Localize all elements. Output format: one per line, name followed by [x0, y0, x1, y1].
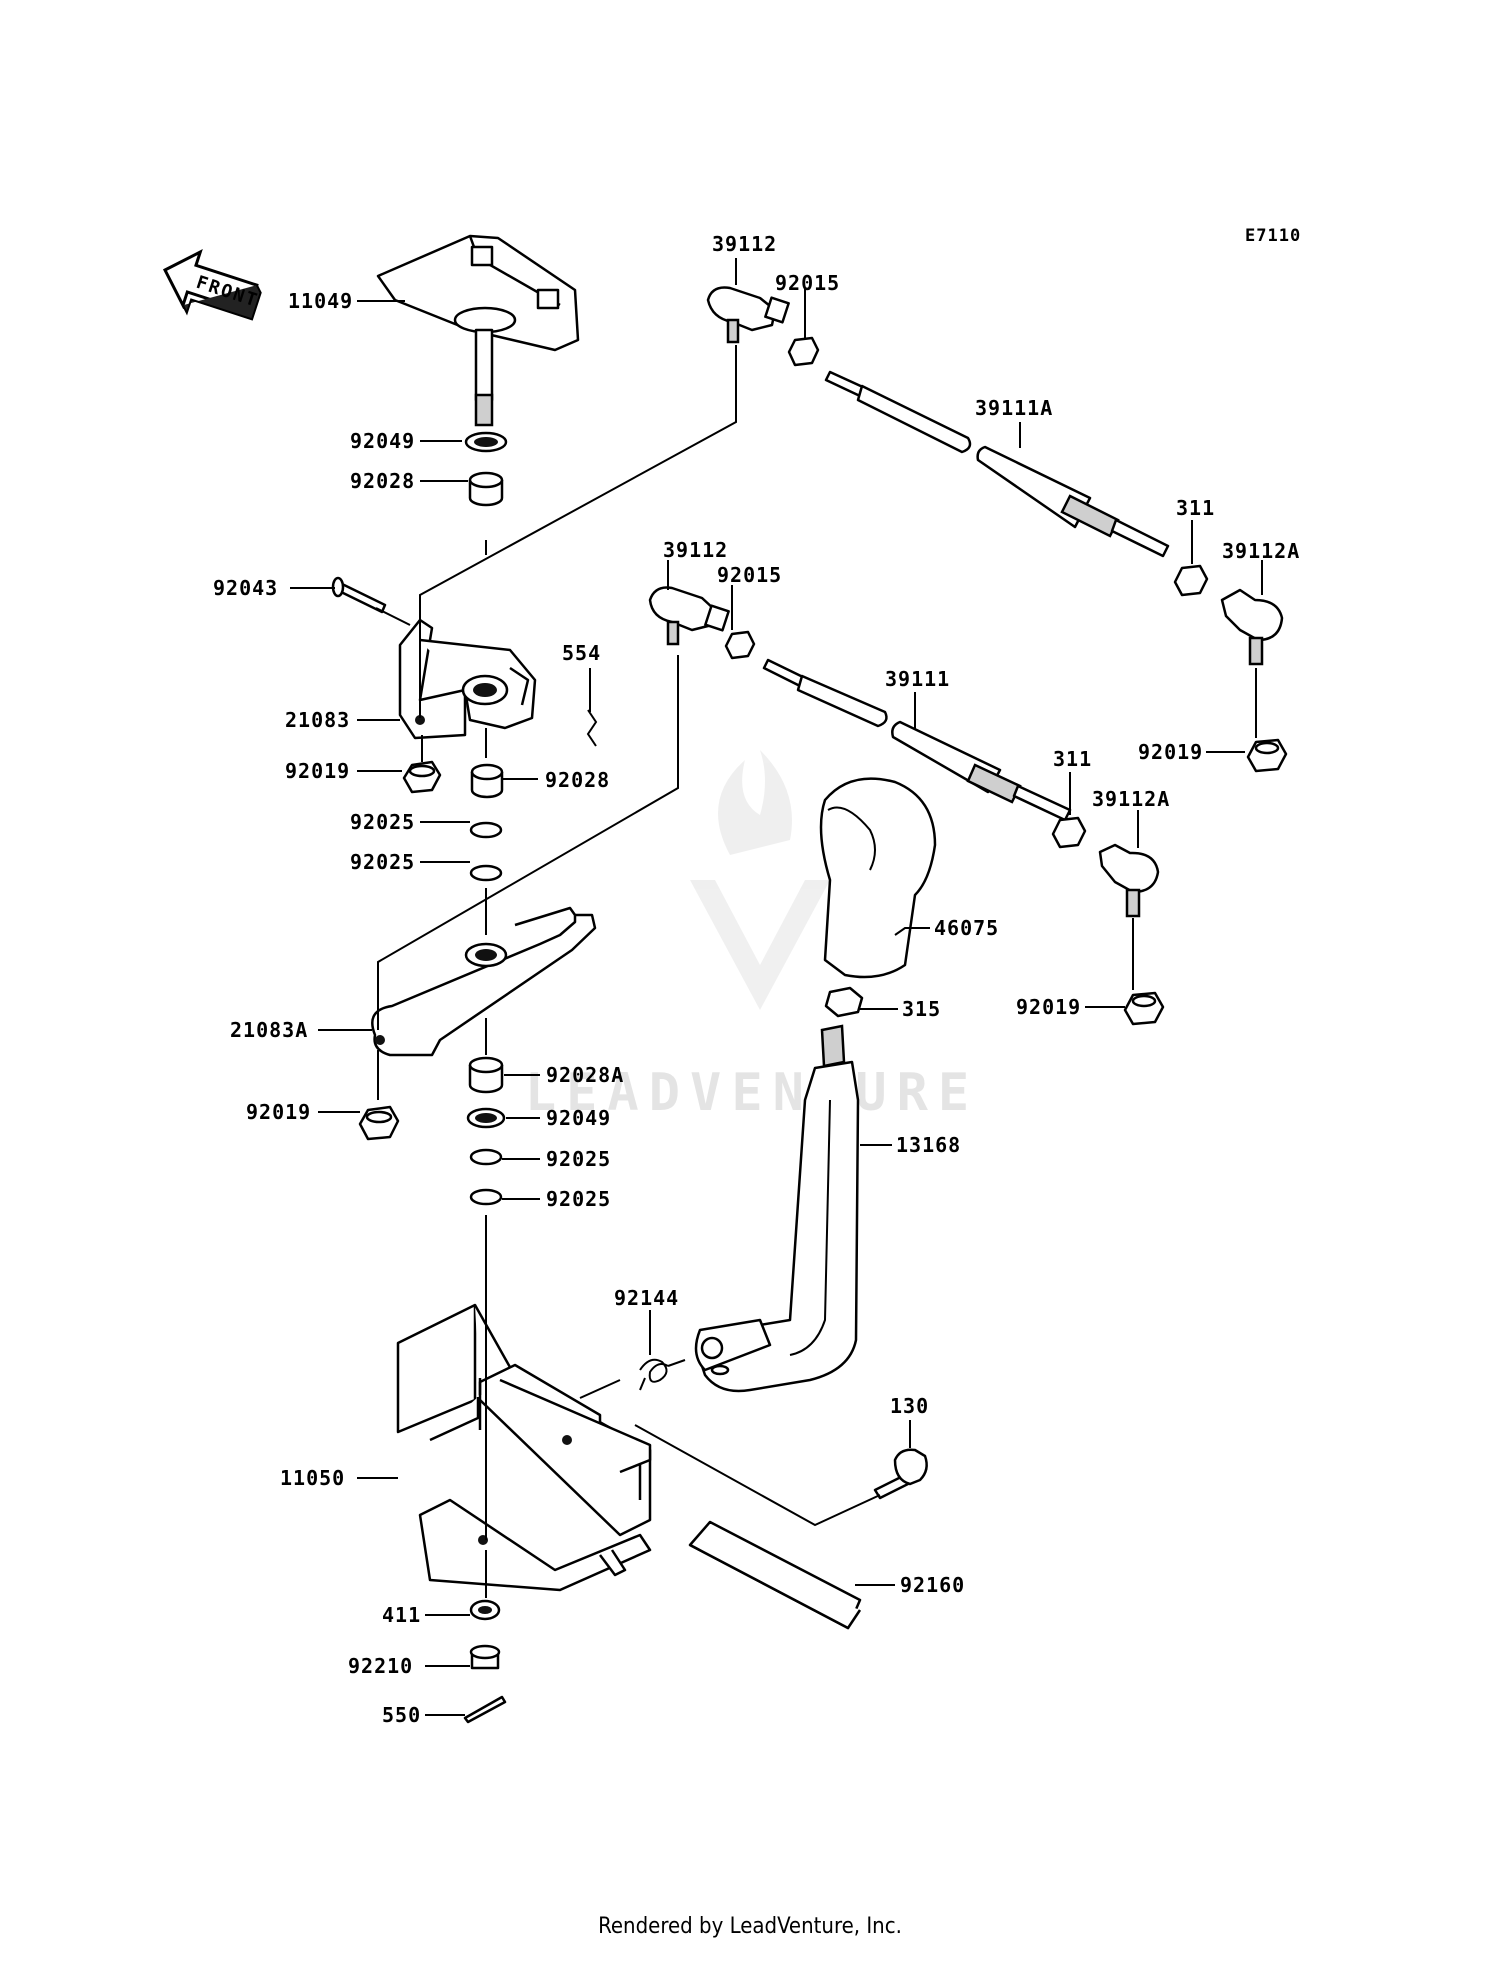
part-92028-bush-b — [470, 763, 504, 799]
part-311-nut-b — [1051, 816, 1087, 849]
label-92028: 92028 — [545, 768, 610, 792]
part-92049-seal-b — [466, 1107, 506, 1129]
label-92210: 92210 — [348, 1654, 413, 1678]
label-92019: 92019 — [1138, 740, 1203, 764]
label-315: 315 — [902, 997, 941, 1021]
label-92025: 92025 — [546, 1187, 611, 1211]
part-554-clip — [586, 709, 598, 747]
part-92144-spring — [639, 1358, 686, 1391]
part-39111A-rod — [824, 370, 1170, 558]
label-39112: 39112 — [712, 232, 777, 256]
part-411-washer — [469, 1599, 501, 1621]
watermark-text: LEADVENTURE — [525, 1063, 979, 1123]
footer-credit: Rendered by LeadVenture, Inc. — [598, 1914, 902, 1939]
leader-lines — [290, 258, 1263, 1716]
part-92019-nut-c — [1246, 738, 1288, 773]
part-92028A-bush — [468, 1056, 504, 1094]
part-130-bolt — [873, 1448, 928, 1500]
part-21083A-arm — [371, 906, 597, 1057]
label-554: 554 — [562, 641, 601, 665]
label-311: 311 — [1053, 747, 1092, 771]
part-92210-nut — [469, 1644, 501, 1670]
label-130: 130 — [890, 1394, 929, 1418]
part-92015-nut-b — [724, 630, 756, 660]
label-92160: 92160 — [900, 1573, 965, 1597]
label-46075: 46075 — [934, 916, 999, 940]
part-92019-nut-a — [402, 760, 442, 794]
label-92019: 92019 — [285, 759, 350, 783]
part-92019-nut-d — [1123, 991, 1165, 1026]
label-13168: 13168 — [896, 1133, 961, 1157]
watermark-logo — [690, 750, 830, 1010]
label-92015: 92015 — [775, 271, 840, 295]
part-92028-bush — [468, 471, 504, 507]
label-92025: 92025 — [350, 850, 415, 874]
label-92028: 92028 — [350, 469, 415, 493]
label-39111A: 39111A — [975, 396, 1053, 420]
part-92019-nut-b — [358, 1105, 400, 1141]
label-550: 550 — [382, 1703, 421, 1727]
part-92025-washer-c — [469, 1148, 503, 1166]
part-92025-washer-d — [469, 1188, 503, 1206]
label-92043: 92043 — [213, 576, 278, 600]
part-92025-washer-b — [469, 864, 503, 882]
part-39112A-tie-rod-end-b — [1098, 843, 1160, 918]
part-labels: 11049 92049 92028 92043 554 21083 92019 … — [213, 232, 1300, 1727]
label-92049: 92049 — [546, 1106, 611, 1130]
label-21083A: 21083A — [230, 1018, 308, 1042]
label-21083: 21083 — [285, 708, 350, 732]
label-92049: 92049 — [350, 429, 415, 453]
label-11049: 11049 — [288, 289, 353, 313]
label-92025: 92025 — [546, 1147, 611, 1171]
label-39112A: 39112A — [1222, 539, 1300, 563]
part-39112A-tie-rod-end-a — [1220, 588, 1284, 666]
part-92015-nut-a — [787, 336, 820, 367]
part-39112-tie-rod-end-b — [648, 586, 730, 646]
part-92049-seal — [464, 431, 508, 453]
label-39112A: 39112A — [1092, 787, 1170, 811]
part-311-nut-a — [1173, 564, 1209, 597]
part-39111-rod — [762, 658, 1072, 822]
diagram-code: E7110 — [1245, 226, 1301, 246]
label-92025: 92025 — [350, 810, 415, 834]
part-550-cotter-pin — [463, 1695, 507, 1724]
front-arrow-icon: FRONT — [162, 249, 262, 321]
label-92019: 92019 — [1016, 995, 1081, 1019]
part-92160-pad — [688, 1520, 862, 1630]
part-46075-knob — [819, 777, 937, 979]
part-92043-bolt — [331, 576, 387, 614]
label-311: 311 — [1176, 496, 1215, 520]
part-13168-shift-lever — [694, 1024, 860, 1393]
label-92028A: 92028A — [546, 1063, 624, 1087]
part-11049-shift-plate — [376, 234, 580, 427]
part-92025-washer-a — [469, 821, 503, 839]
label-39112: 39112 — [663, 538, 728, 562]
part-315-nut — [824, 986, 864, 1018]
label-92019: 92019 — [246, 1100, 311, 1124]
part-39112-tie-rod-end-a — [706, 286, 790, 344]
part-11050-bracket — [396, 1303, 652, 1592]
label-92144: 92144 — [614, 1286, 679, 1310]
label-39111: 39111 — [885, 667, 950, 691]
label-411: 411 — [382, 1603, 421, 1627]
label-92015: 92015 — [717, 563, 782, 587]
label-11050: 11050 — [280, 1466, 345, 1490]
